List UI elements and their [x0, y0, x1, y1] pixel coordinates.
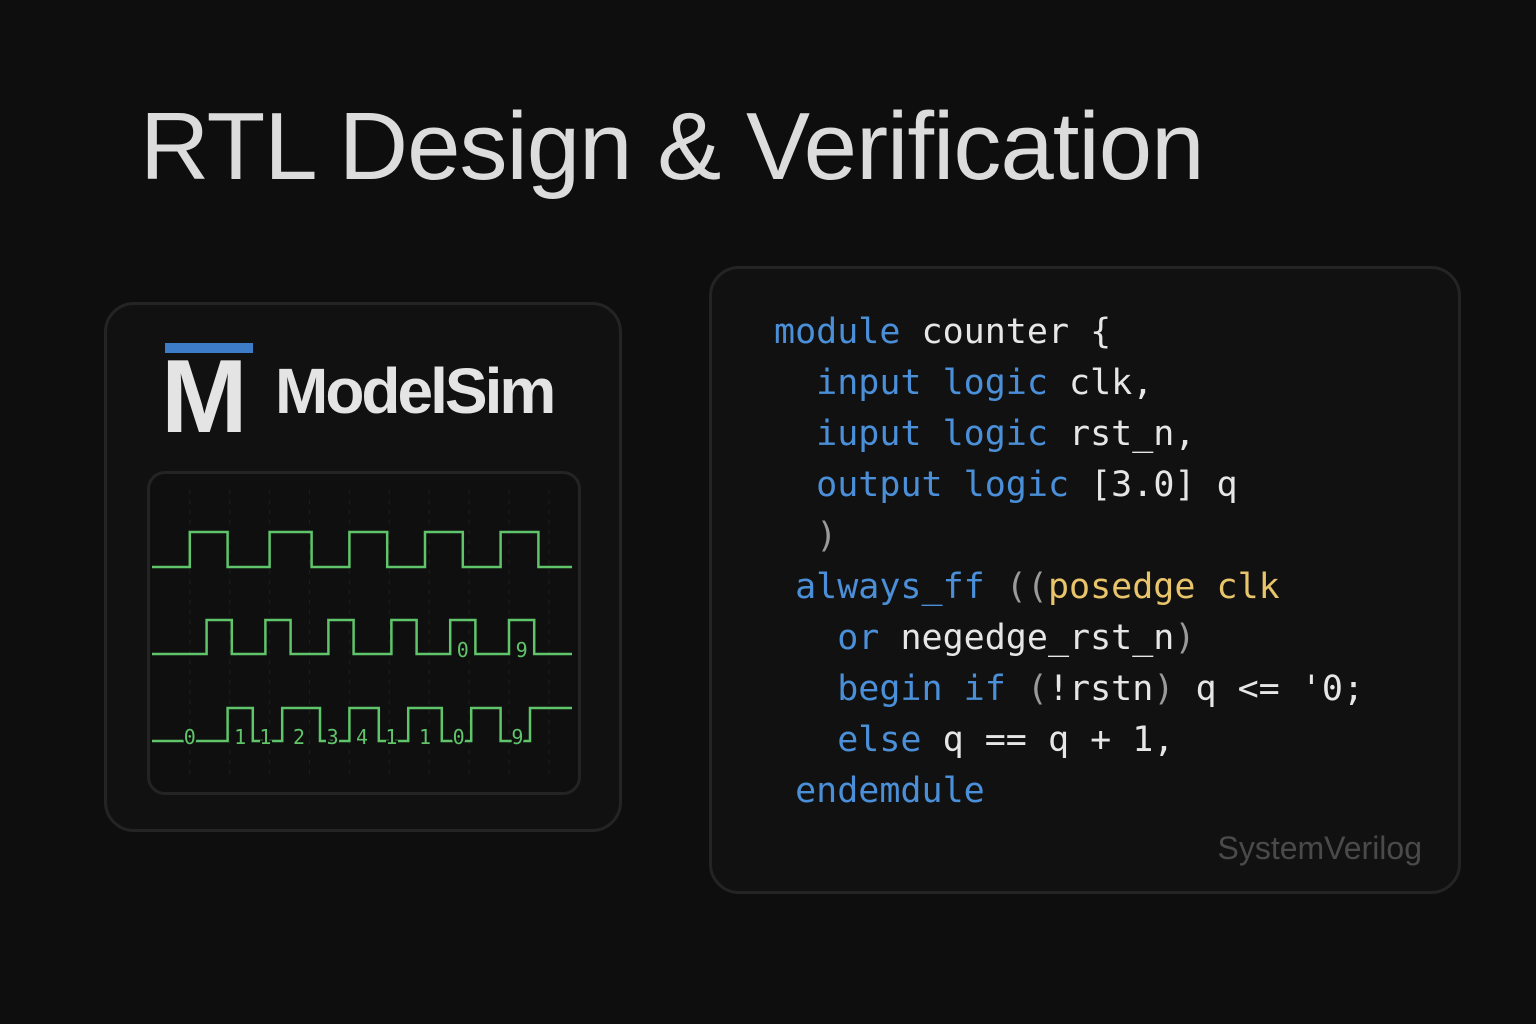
code-line-7: or negedge_rst_n) [837, 618, 1196, 658]
waveform-value-label: 9 [516, 638, 528, 662]
code-line-2: input logic clk, [816, 363, 1154, 403]
waveform-q [152, 706, 572, 743]
modelsim-logo-mark: M [161, 339, 248, 455]
waveform-value-label: 0 [453, 725, 465, 749]
waveform-value-label: 1 [385, 725, 397, 749]
waveform-value-label: 1 [419, 725, 431, 749]
waveform-value-label: 1 [234, 725, 246, 749]
code-panel: module counter { input logic clk, iuput … [709, 266, 1461, 894]
code-line-3: iuput logic rst_n, [816, 414, 1196, 454]
language-label: SystemVerilog [1217, 830, 1422, 866]
code-line-8: begin if (!rstn) q <= '0; [837, 669, 1365, 709]
code-line-9: else q == q + 1, [837, 720, 1175, 760]
code-line-10: endemdule [795, 771, 985, 811]
waveform-clk [152, 530, 572, 569]
waveform-value-label: 2 [293, 725, 305, 749]
waveform-value-label: 0 [457, 638, 469, 662]
waveform-value-label: 3 [327, 725, 339, 749]
logo-bar [165, 343, 253, 353]
waveform-value-label: 0 [184, 725, 196, 749]
modelsim-logo-text: ModelSim [275, 355, 556, 427]
waveform-rst_n [152, 618, 572, 656]
code-line-6: always_ff ((posedge clk [795, 567, 1280, 607]
code-block: module counter { input logic clk, iuput … [774, 307, 1364, 817]
waveform-value-label: 9 [511, 725, 523, 749]
code-line-5: ) [816, 516, 838, 556]
waveform-value-label: 1 [259, 725, 271, 749]
waveform-value-label: 4 [356, 725, 368, 749]
page-title: RTL Design & Verification [140, 93, 1205, 200]
code-line-4: output logic [3.0] q [816, 465, 1238, 505]
code-line-1: module counter { [774, 312, 1112, 352]
